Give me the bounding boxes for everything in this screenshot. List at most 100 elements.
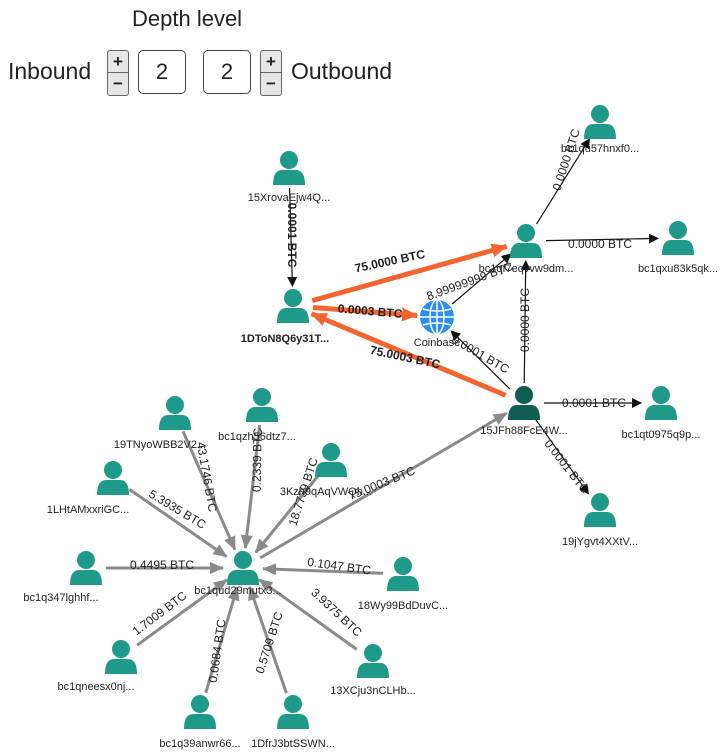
node-label: bc1qneesx0nj... (57, 681, 134, 693)
edge-n20-n14[interactable] (248, 585, 288, 694)
address-node-n4[interactable]: bc1qxu83k5qk... (638, 221, 718, 275)
edge-n17-n14[interactable] (136, 578, 228, 647)
address-node-n20[interactable]: 1DfrJ3btSSWN... (251, 695, 335, 750)
address-node-n2[interactable]: 15XrovaEjw4Q... (248, 151, 331, 204)
address-node-n12[interactable]: 3Kzh9qAqVWQh... (280, 443, 372, 498)
node-label: bc1qxu83k5qk... (638, 263, 718, 275)
edge-n16-n14[interactable] (261, 563, 384, 576)
edge-n3-n1[interactable] (536, 138, 590, 225)
node-label: bc1qud29mutx3... (194, 585, 281, 597)
edge-label: 0.0684 BTC (206, 618, 229, 684)
edge-label: 0.0001 BTC (449, 332, 512, 376)
address-node-n16[interactable]: 18Wy99BdDuvC... (358, 557, 448, 612)
user-icon (645, 386, 677, 420)
edge-n7-n3[interactable] (520, 259, 531, 384)
edge-label: 75.0003 BTC (346, 463, 417, 503)
node-label: bc1qu57hnxf0... (561, 143, 639, 155)
address-node-n3[interactable]: bc1qf7eqvvw9dm... (479, 224, 574, 275)
inbound-stepper: + − (107, 50, 129, 96)
edge-label: 43.1746 BTC (194, 441, 220, 513)
user-icon (70, 551, 102, 585)
address-node-n19[interactable]: bc1q39anwr66... (159, 695, 241, 750)
user-icon (357, 644, 389, 678)
edge-n2-n5[interactable] (287, 187, 298, 288)
node-label: 19jYgvt4XXtV... (562, 536, 638, 548)
address-node-n18[interactable]: 13XCju3nCLHb... (330, 644, 416, 697)
address-node-n13[interactable]: 1LHtAMxxriGC... (47, 461, 130, 516)
node-label: 15XrovaEjw4Q... (248, 192, 331, 204)
edge-n5-n3[interactable] (311, 243, 508, 304)
user-icon (508, 386, 540, 420)
edge-label: 0.0000 BTC (550, 127, 583, 193)
outbound-decrement-button[interactable]: − (266, 74, 276, 93)
address-node-n5[interactable]: 1DToN8Q6y31T... (241, 289, 329, 345)
node-label: 15JFh88FcE4W... (480, 425, 567, 437)
nodes-layer: bc1qu57hnxf0... 15XrovaEjw4Q... bc1qf7eqvv… (23, 105, 718, 750)
inbound-decrement-button[interactable]: − (113, 74, 123, 93)
node-label: bc1q347lghhf... (23, 592, 98, 604)
user-icon (246, 388, 278, 422)
edge-n12-n14[interactable] (254, 474, 320, 554)
edge-n13-n14[interactable] (128, 488, 228, 558)
address-node-n10[interactable]: 19TNyoWBB2V2... (114, 396, 206, 451)
node-label: Coinbase (414, 337, 460, 349)
edge-n14-n7[interactable] (259, 411, 508, 560)
address-node-n1[interactable]: bc1qu57hnxf0... (561, 105, 639, 155)
address-node-n11[interactable]: bc1qzh56dtz7... (218, 388, 296, 443)
edge-n7-n6[interactable] (450, 330, 511, 390)
user-icon (227, 551, 259, 585)
edge-label: 0.0000 BTC (518, 288, 532, 352)
inbound-increment-button[interactable]: + (108, 51, 128, 73)
outbound-label: Outbound (291, 58, 393, 84)
edge-label: 3.9375 BTC (308, 585, 365, 639)
edge-label: 0.0000 BTC (568, 237, 632, 251)
address-node-n9[interactable]: 19jYgvt4XXtV... (562, 493, 638, 548)
edge-n3-n4[interactable] (545, 233, 660, 244)
edge-n19-n14[interactable] (204, 586, 240, 694)
user-icon (159, 396, 191, 430)
edges-layer (106, 138, 660, 694)
depth-controls: Depth level Inbound + − 2 2 + − Outbound (0, 0, 420, 110)
user-icon (97, 461, 129, 495)
node-label: 1LHtAMxxriGC... (47, 504, 130, 516)
outbound-increment-button[interactable]: + (261, 51, 281, 73)
address-node-n8[interactable]: bc1qt0975q9p... (622, 386, 701, 441)
node-label: 1DfrJ3btSSWN... (251, 738, 335, 750)
node-label: 18Wy99BdDuvC... (358, 600, 448, 612)
inbound-depth-input[interactable]: 2 (138, 50, 186, 94)
user-icon (662, 221, 694, 255)
address-node-n15[interactable]: bc1q347lghhf... (23, 551, 102, 604)
edge-n11-n14[interactable] (240, 424, 262, 550)
edge-n7-n9[interactable] (535, 418, 589, 495)
node-label: bc1qzh56dtz7... (218, 431, 296, 443)
node-label: bc1qf7eqvvw9dm... (479, 263, 574, 275)
user-icon (184, 695, 216, 729)
edge-n18-n14[interactable] (258, 578, 358, 651)
user-icon (584, 493, 616, 527)
edge-label: 0.1047 BTC (306, 555, 372, 578)
edge-label: 0.0001 BTC (541, 437, 592, 496)
node-label: 19TNyoWBB2V2... (114, 439, 206, 451)
user-icon (273, 151, 305, 185)
edge-label: 0.5709 BTC (253, 610, 286, 676)
globe-icon (420, 299, 454, 335)
node-label: bc1q39anwr66... (159, 738, 240, 750)
edge-n5-n6[interactable] (312, 305, 419, 322)
address-node-n7[interactable]: 15JFh88FcE4W... (480, 386, 568, 437)
outbound-stepper: + − (260, 50, 282, 96)
user-icon (315, 443, 347, 477)
exchange-node-n6[interactable]: Coinbase (414, 299, 460, 349)
edge-label: 0.4495 BTC (130, 558, 194, 572)
address-node-n17[interactable]: bc1qneesx0nj... (57, 640, 137, 693)
depth-level-title: Depth level (132, 6, 243, 31)
user-icon (510, 224, 542, 258)
edge-label: 0.2339 BTC (250, 428, 265, 493)
edge-n7-n5[interactable] (310, 311, 507, 398)
edge-n10-n14[interactable] (181, 430, 237, 551)
outbound-depth-input[interactable]: 2 (203, 50, 251, 94)
edge-n6-n3[interactable] (451, 253, 512, 305)
inbound-label: Inbound (8, 58, 92, 84)
edge-label: 0.0001 BTC (562, 396, 626, 410)
address-node-n14[interactable]: bc1qud29mutx3... (194, 551, 282, 597)
